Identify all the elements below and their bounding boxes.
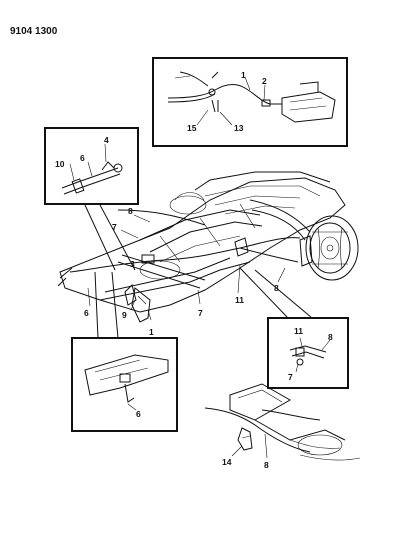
- callout-8-bottom-right: 8: [264, 460, 269, 470]
- callout-6-left: 6: [80, 153, 85, 163]
- inset-right: 11 8 7: [267, 317, 349, 389]
- callout-8b: 8: [274, 283, 279, 293]
- callout-3: 3: [130, 259, 135, 269]
- callout-11: 11: [235, 295, 244, 305]
- callout-15-top: 15: [187, 123, 197, 133]
- callout-9: 9: [122, 310, 127, 320]
- main-leaders: [87, 214, 286, 321]
- inset-bottom-left: 6: [71, 337, 178, 432]
- callout-4-left: 4: [104, 135, 109, 145]
- inset-top-right: 1 2 15 13: [152, 57, 348, 147]
- inset-left: 4 10 6: [44, 127, 139, 205]
- part-number: 9104 1300: [10, 26, 58, 37]
- bottom-right-detail: 14 8: [204, 383, 361, 470]
- callout-14-bottom-right: 14: [222, 457, 232, 467]
- callout-10-left: 10: [55, 159, 65, 169]
- callout-6-bottom-left: 6: [136, 409, 141, 419]
- callout-11-right: 11: [294, 326, 303, 336]
- callout-7-right: 7: [288, 372, 293, 382]
- callout-6: 6: [84, 308, 89, 318]
- callout-7b: 7: [198, 308, 203, 318]
- callout-8-right: 8: [328, 332, 333, 342]
- brake-lever: [124, 284, 151, 323]
- callout-13-top: 13: [234, 123, 244, 133]
- callout-8: 8: [128, 206, 133, 216]
- callout-1-top: 1: [241, 70, 246, 80]
- brake-cables: [57, 209, 301, 287]
- callout-1: 1: [149, 327, 154, 337]
- main-callouts: 8 7 3 9 1 6 7 11 8: [84, 206, 279, 337]
- callout-2-top: 2: [262, 76, 267, 86]
- vehicle-underbody: [59, 171, 346, 313]
- rear-brake-drum: [299, 215, 359, 281]
- callout-7: 7: [112, 222, 117, 232]
- inset-leader-lines: [84, 204, 313, 339]
